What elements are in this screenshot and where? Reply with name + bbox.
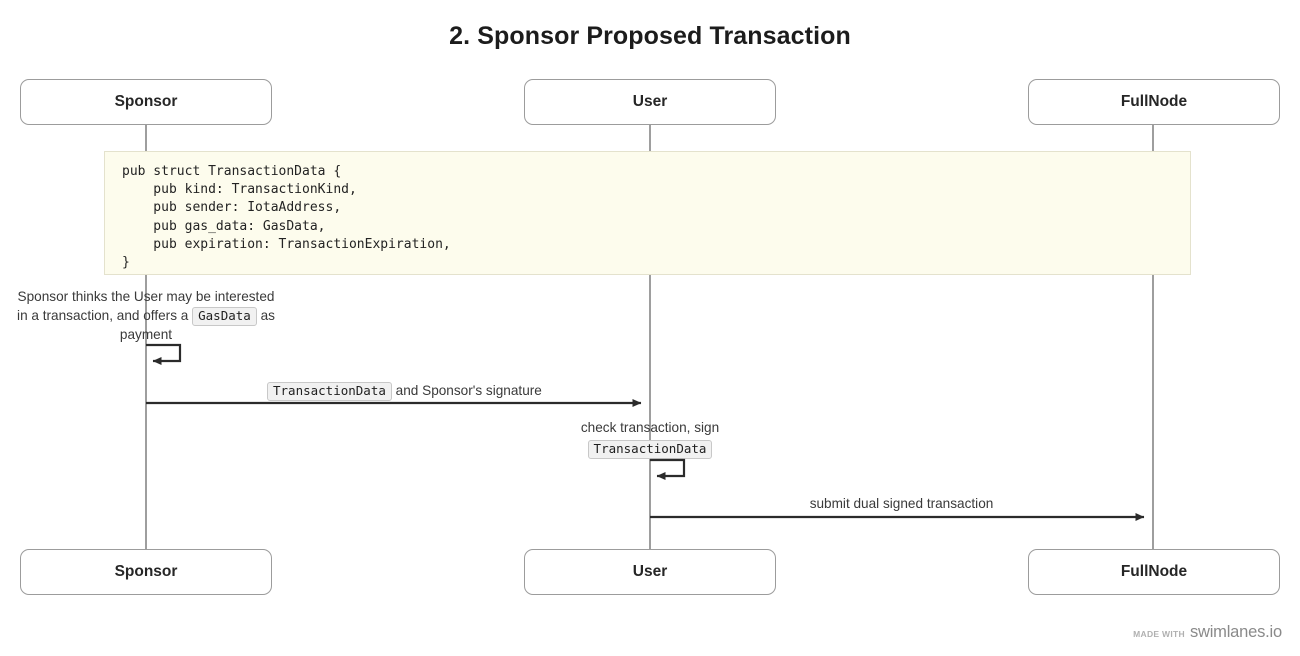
participant-footer-user[interactable]: User bbox=[524, 549, 776, 595]
message-label-user-self-loop-line1: check transaction, sign bbox=[580, 420, 720, 435]
code-note-transaction-data: pub struct TransactionData { pub kind: T… bbox=[104, 151, 1191, 275]
participant-label-fullnode: FullNode bbox=[1120, 93, 1188, 110]
note-sponsor-intent: Sponsor thinks the User may be intereste… bbox=[0, 288, 292, 344]
participant-label-fullnode-bottom: FullNode bbox=[1120, 563, 1188, 580]
participant-header-fullnode[interactable]: FullNode bbox=[1028, 79, 1280, 125]
code-chip-gasdata: GasData bbox=[192, 306, 257, 326]
code-chip-transactiondata-1: TransactionData bbox=[267, 382, 392, 402]
lifeline-user bbox=[648, 125, 652, 549]
participant-label-user-bottom: User bbox=[632, 563, 668, 580]
participant-label-sponsor: Sponsor bbox=[114, 93, 178, 110]
message-label-sponsor-to-user-text: and Sponsor's signature bbox=[391, 383, 542, 398]
note-sponsor-intent-line3: payment bbox=[119, 326, 173, 342]
page-title: 2. Sponsor Proposed Transaction bbox=[449, 22, 851, 50]
code-chip-transactiondata-2: TransactionData bbox=[587, 439, 713, 459]
participant-label-sponsor-bottom: Sponsor bbox=[114, 563, 178, 580]
participant-label-user: User bbox=[632, 93, 668, 110]
arrow-sponsor-self-loop bbox=[146, 343, 182, 365]
note-sponsor-intent-line1: Sponsor thinks the User may be intereste… bbox=[17, 289, 275, 304]
watermark-brand: swimlanes.io bbox=[1189, 623, 1282, 641]
arrow-user-self-loop bbox=[650, 458, 686, 480]
participant-header-sponsor[interactable]: Sponsor bbox=[20, 79, 272, 125]
note-line2-suffix: as bbox=[256, 307, 275, 323]
code-note-content: pub struct TransactionData { pub kind: T… bbox=[122, 164, 451, 271]
message-label-user-self-loop-line2: TransactionData bbox=[530, 439, 770, 459]
participant-footer-fullnode[interactable]: FullNode bbox=[1028, 549, 1280, 595]
lifeline-fullnode bbox=[1151, 125, 1155, 549]
message-label-sponsor-to-user: TransactionData and Sponsor's signature bbox=[267, 382, 542, 402]
note-line2-prefix: in a transaction, and offers a bbox=[17, 307, 193, 323]
watermark-made-with: MADE WITH bbox=[1133, 629, 1185, 639]
participant-header-user[interactable]: User bbox=[524, 79, 776, 125]
message-label-user-to-fullnode: submit dual signed transaction bbox=[809, 496, 994, 511]
participant-footer-sponsor[interactable]: Sponsor bbox=[20, 549, 272, 595]
message-label-user-self-loop: check transaction, sign TransactionData bbox=[530, 419, 770, 459]
watermark[interactable]: MADE WITH swimlanes.io bbox=[1133, 623, 1282, 642]
lifeline-sponsor bbox=[144, 125, 148, 549]
note-sponsor-intent-line2: in a transaction, and offers a GasData a… bbox=[0, 306, 292, 326]
